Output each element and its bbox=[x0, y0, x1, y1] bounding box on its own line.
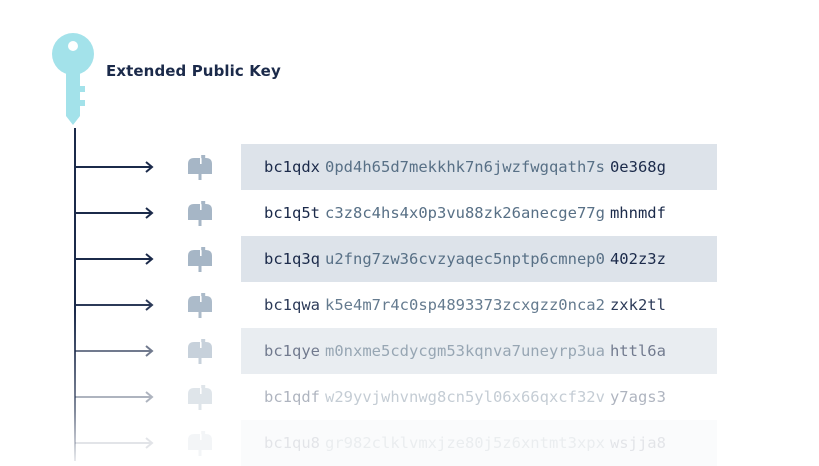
address-suffix: mhnmdf bbox=[609, 204, 666, 222]
mailbox-icon bbox=[186, 245, 214, 273]
address-prefix: bc1q3q bbox=[264, 250, 320, 268]
branch-arrow-icon bbox=[75, 341, 157, 361]
branch-arrow-icon bbox=[75, 295, 157, 315]
address-middle: c3z8c4hs4x0p3vu88zk26anecge77g bbox=[325, 204, 605, 222]
mailbox-icon bbox=[186, 429, 214, 457]
key-icon bbox=[43, 33, 94, 130]
address-middle: m0nxme5cdycgm53kqnva7uneyrp3ua bbox=[325, 342, 605, 360]
mailbox-icon bbox=[186, 383, 214, 411]
address-suffix: httl6a bbox=[609, 342, 666, 360]
address-suffix: y7ags3 bbox=[609, 388, 666, 406]
address-suffix: 0e368g bbox=[609, 158, 666, 176]
address-middle: k5e4m7r4c0sp4893373zcxgzz0nca2 bbox=[325, 296, 605, 314]
address-prefix: bc1qwa bbox=[264, 296, 320, 314]
address-suffix: zxk2tl bbox=[609, 296, 666, 314]
mailbox-icon bbox=[186, 291, 214, 319]
address-middle: 0pd4h65d7mekkhk7n6jwzfwgqath7s bbox=[325, 158, 605, 176]
address-prefix: bc1qu8 bbox=[264, 434, 320, 452]
branch-arrow-icon bbox=[75, 157, 157, 177]
mailbox-icon bbox=[186, 153, 214, 181]
address-middle: u2fng7zw36cvzyaqec5nptp6cmnep0 bbox=[325, 250, 605, 268]
branch-arrow-icon bbox=[75, 433, 157, 453]
address-prefix: bc1qye bbox=[264, 342, 320, 360]
address-suffix: 402z3z bbox=[609, 250, 666, 268]
tree-trunk-line bbox=[74, 128, 76, 461]
address-prefix: bc1qdx bbox=[264, 158, 320, 176]
page-title: Extended Public Key bbox=[106, 62, 281, 80]
mailbox-icon bbox=[186, 337, 214, 365]
branch-arrow-icon bbox=[75, 249, 157, 269]
address-prefix: bc1q5t bbox=[264, 204, 320, 222]
mailbox-icon bbox=[186, 199, 214, 227]
branch-arrow-icon bbox=[75, 203, 157, 223]
address-middle: gr982clklvmxjze80j5z6xntmt3xpx bbox=[325, 434, 605, 452]
address-suffix: wsjja8 bbox=[609, 434, 666, 452]
address-prefix: bc1qdf bbox=[264, 388, 320, 406]
address-middle: w29yvjwhvnwg8cn5yl06x66qxcf32v bbox=[325, 388, 605, 406]
branch-arrow-icon bbox=[75, 387, 157, 407]
